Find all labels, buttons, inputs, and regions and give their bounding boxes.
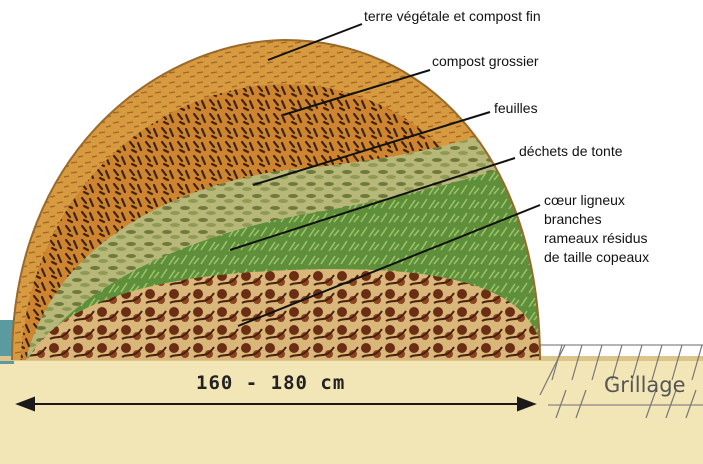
label-woody-core-line: rameaux résidus [544, 229, 649, 248]
label-topsoil: terre végétale et compost fin [364, 7, 541, 26]
ground [0, 358, 703, 464]
dimension-label: 160 - 180 cm [196, 372, 345, 394]
fence-label: Grillage [604, 373, 686, 397]
label-woody-core-line: cœur ligneux [544, 191, 649, 210]
label-grass-clippings: déchets de tonte [519, 142, 623, 161]
label-woody-core-line: branches [544, 210, 649, 229]
label-coarse-compost: compost grossier [432, 52, 539, 71]
label-woody-core-line: de taille copeaux [544, 248, 649, 267]
label-woody-core: cœur ligneux branches rameaux résidus de… [544, 191, 649, 267]
label-leaves: feuilles [494, 99, 538, 118]
